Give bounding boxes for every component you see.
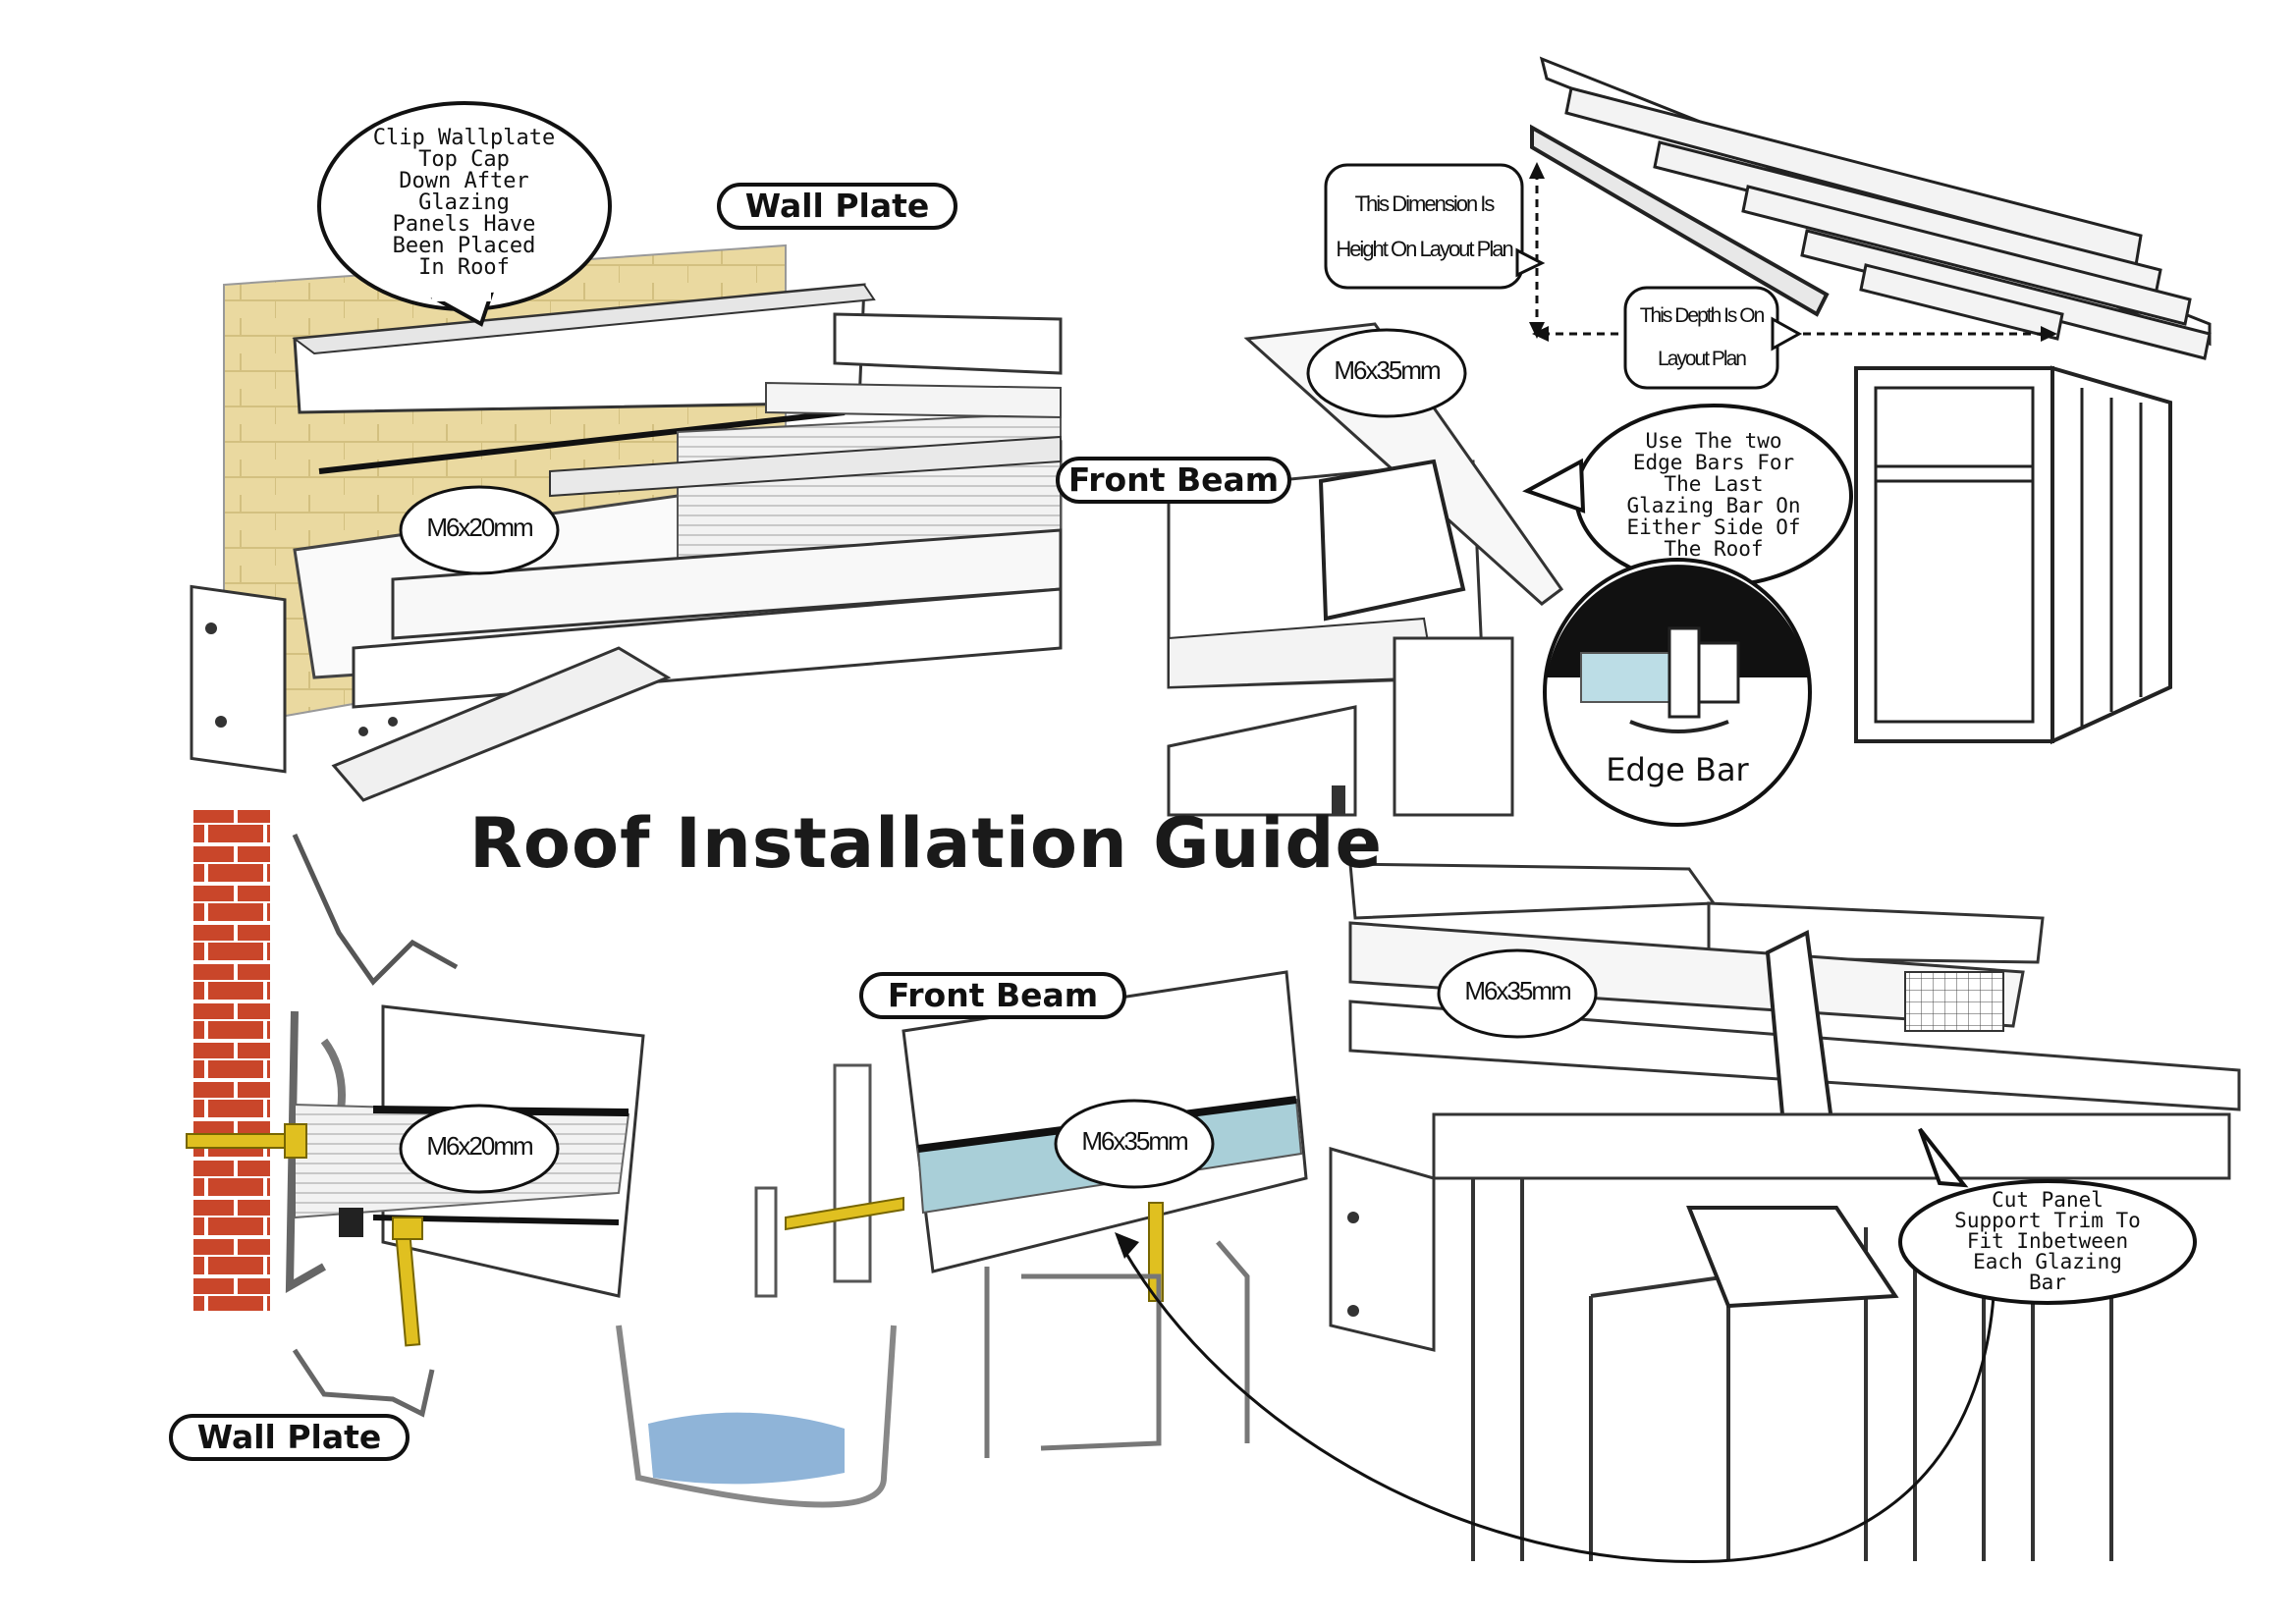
panel-support-trim-illustration [1115, 862, 2241, 1564]
screw-size-bottom-center: M6x35mm [1081, 1126, 1188, 1156]
wall-plate-perspective-illustration [190, 243, 1063, 802]
edge-bars-callout: Use The two Edge Bars For The Last Glazi… [1626, 429, 1801, 561]
screw-size-bottom-right: M6x35mm [1464, 976, 1571, 1005]
screw-size-top-left: M6x20mm [426, 513, 533, 542]
page-title: Roof Installation Guide [469, 803, 1383, 884]
screw-size-top-right: M6x35mm [1334, 355, 1441, 385]
m6x35-bottom-right-bubble [1437, 948, 1598, 1039]
cut-panel-callout: Cut Panel Support Trim To Fit Inbetween … [1954, 1188, 2141, 1294]
front-beam-label-top: Front Beam [1056, 457, 1291, 504]
m6x35-bottom-center-bubble [1054, 1099, 1215, 1189]
front-beam-label-bottom: Front Beam [859, 972, 1126, 1019]
clip-wallplate-callout: Clip Wallplate Top Cap Down After Glazin… [372, 126, 556, 280]
depth-dimension-callout: This Depth Is On Layout Plan [1639, 304, 1766, 370]
wall-plate-section-illustration [186, 810, 645, 1418]
height-dimension-callout: This Dimension Is Height On Layout Plan [1336, 191, 1513, 261]
wall-plate-label-top: Wall Plate [717, 183, 957, 230]
wall-plate-label-bottom: Wall Plate [169, 1414, 410, 1461]
screw-size-bottom-left: M6x20mm [426, 1131, 533, 1161]
depth-dimension-bubble [1623, 286, 1803, 390]
edge-bar-label: Edge Bar [1606, 751, 1749, 788]
clip-wallplate-bubble [317, 101, 612, 327]
edge-bar-detail-circle [1543, 558, 1812, 827]
m6x20-bottom-bubble [399, 1104, 560, 1194]
m6x35-top-bubble [1306, 328, 1467, 418]
front-beam-perspective-illustration [1167, 56, 2212, 817]
m6x20-top-bubble [399, 485, 560, 575]
front-beam-section-illustration [616, 970, 1308, 1508]
height-dimension-bubble [1324, 163, 1546, 290]
cut-panel-bubble [1898, 1127, 2197, 1305]
